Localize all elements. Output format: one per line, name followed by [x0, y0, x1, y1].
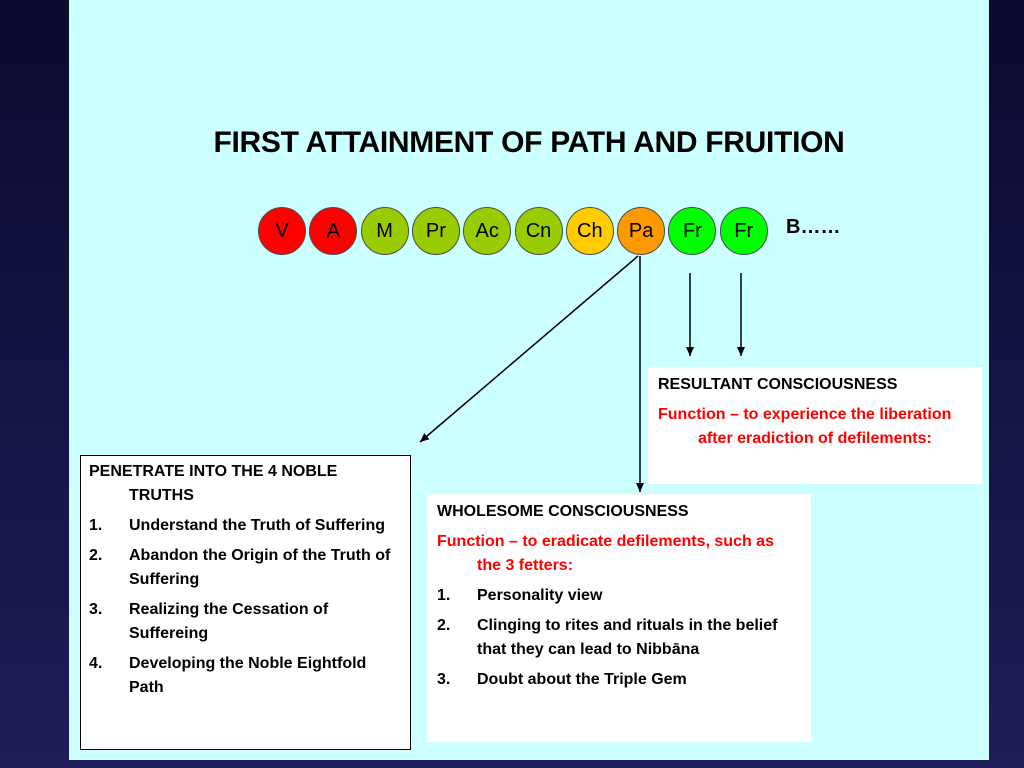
list-number: 3. — [437, 671, 451, 688]
list-text: Clinging to rites and rituals in the bel… — [477, 617, 778, 658]
resultant-function: Function – to experience the liberation … — [658, 406, 952, 447]
sequence-circle-2: A — [309, 207, 358, 255]
sequence-circle-9: Fr — [668, 207, 717, 255]
list-item: 1. Personality view — [437, 584, 801, 608]
wholesome-heading: WHOLESOME CONSCIOUSNESS — [437, 503, 689, 520]
list-number: 1. — [89, 517, 103, 534]
list-item: 3. Realizing the Cessation of Suffereing — [89, 598, 402, 646]
noble-truths-box: PENETRATE INTO THE 4 NOBLE TRUTHS 1. Und… — [80, 455, 411, 750]
slide-title: FIRST ATTAINMENT OF PATH AND FRUITION — [213, 126, 845, 159]
list-number: 2. — [89, 547, 103, 564]
sequence-circle-3: M — [360, 207, 409, 255]
list-text: Realizing the Cessation of Suffereing — [129, 601, 329, 642]
list-text: Developing the Noble Eightfold Path — [129, 655, 367, 696]
sequence-circle-5: Ac — [463, 207, 512, 255]
sequence-circle-6: Cn — [514, 207, 563, 255]
sequence-circle-7: Ch — [565, 207, 614, 255]
wholesome-function: Function – to eradicate defilements, suc… — [437, 533, 774, 574]
list-item: 2. Abandon the Origin of the Truth of Su… — [89, 544, 402, 592]
list-number: 4. — [89, 655, 103, 672]
resultant-consciousness-box: RESULTANT CONSCIOUSNESS Function – to ex… — [648, 367, 982, 484]
list-text: Abandon the Origin of the Truth of Suffe… — [129, 547, 391, 588]
sequence-circle-8: Pa — [617, 207, 666, 255]
sequence-circle-1: V — [258, 207, 306, 255]
list-number: 3. — [89, 601, 103, 618]
list-item: 3. Doubt about the Triple Gem — [437, 668, 801, 692]
list-item: 1. Understand the Truth of Suffering — [89, 514, 402, 538]
resultant-heading: RESULTANT CONSCIOUSNESS — [658, 376, 898, 393]
sequence-continuation-text: B…… — [786, 216, 841, 238]
list-item: 4. Developing the Noble Eightfold Path — [89, 652, 402, 700]
list-number: 2. — [437, 617, 451, 634]
wholesome-consciousness-box: WHOLESOME CONSCIOUSNESS Function – to er… — [427, 494, 811, 742]
list-text: Doubt about the Triple Gem — [477, 671, 687, 688]
list-text: Personality view — [477, 587, 603, 604]
list-text: Understand the Truth of Suffering — [129, 517, 385, 534]
sequence-circle-4: Pr — [411, 207, 460, 255]
noble-truths-heading: PENETRATE INTO THE 4 NOBLE TRUTHS — [89, 463, 338, 504]
sequence-circle-10: Fr — [719, 207, 768, 255]
list-item: 2. Clinging to rites and rituals in the … — [437, 614, 801, 662]
list-number: 1. — [437, 587, 451, 604]
